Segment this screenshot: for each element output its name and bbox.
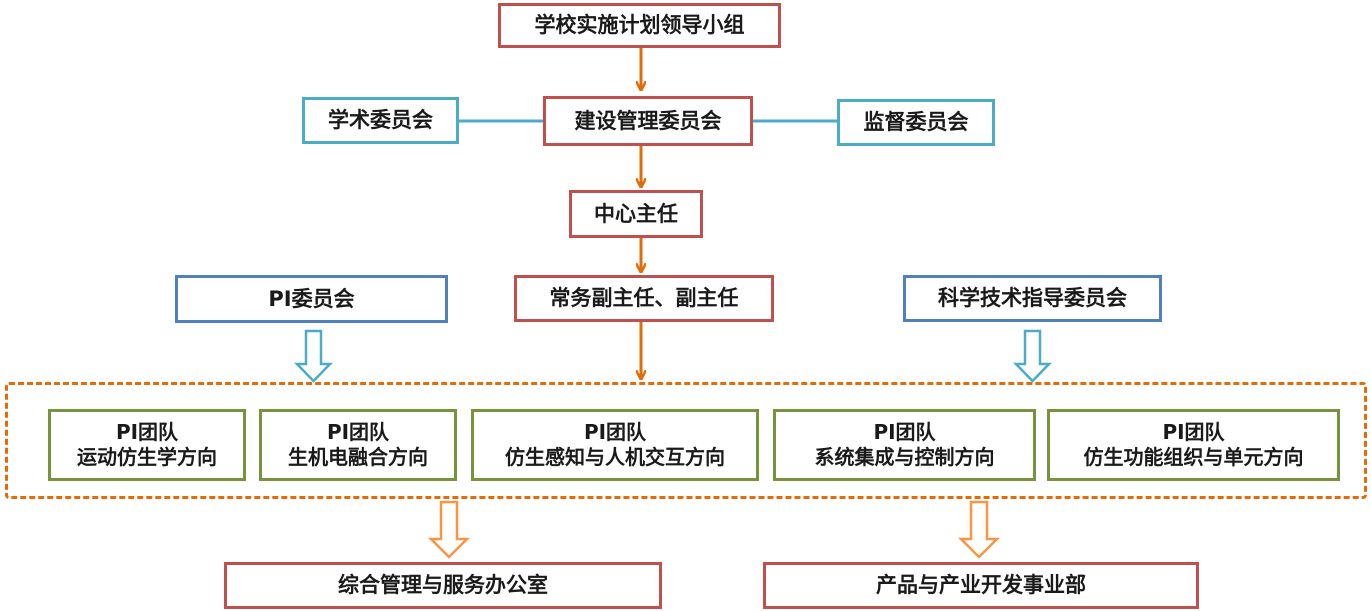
academic-committee-box: 学术委员会 [302,97,459,144]
hollow-arrow-industry-dept [957,500,1001,559]
pi-team-title: PI团队 [873,420,936,444]
pi-team-direction: 系统集成与控制方向 [814,445,995,469]
hollow-arrow-pi-committee [294,329,333,383]
admin-office-box: 综合管理与服务办公室 [224,562,662,609]
hollow-arrow-admin-office [427,500,471,559]
pi-team-direction: 运动仿生学方向 [77,445,217,469]
industry-dept-label: 产品与产业开发事业部 [876,573,1086,598]
pi-team-box-biomechatronic: PI团队 生机电融合方向 [259,409,457,481]
hollow-arrow-sci-tech [1013,329,1052,383]
pi-team-direction: 仿生功能组织与单元方向 [1083,445,1304,469]
pi-team-box-motion: PI团队 运动仿生学方向 [48,409,246,481]
pi-team-box-tissue: PI团队 仿生功能组织与单元方向 [1047,409,1340,481]
pi-team-title: PI团队 [326,420,390,444]
sci-tech-committee-label: 科学技术指导委员会 [938,286,1127,311]
deputy-directors-box: 常务副主任、副主任 [514,275,774,322]
supervision-committee-label: 监督委员会 [863,110,969,135]
center-director-label: 中心主任 [594,201,678,226]
pi-team-direction: 生机电融合方向 [288,445,428,469]
pi-team-title: PI团队 [583,420,647,444]
pi-team-box-perception: PI团队 仿生感知与人机交互方向 [471,409,759,481]
pi-committee-box: PI委员会 [175,275,448,323]
pi-team-box-integration: PI团队 系统集成与控制方向 [773,409,1036,481]
pi-team-title: PI团队 [1162,420,1225,444]
academic-committee-label: 学术委员会 [328,108,433,133]
pi-committee-label: PI委员会 [268,286,355,311]
pi-teams-region [5,382,1367,499]
supervision-committee-box: 监督委员会 [837,99,995,146]
management-committee-label: 建设管理委员会 [574,108,722,133]
admin-office-label: 综合管理与服务办公室 [338,573,548,598]
deputy-directors-label: 常务副主任、副主任 [549,286,739,311]
industry-dept-box: 产品与产业开发事业部 [763,562,1199,609]
leadership-box: 学校实施计划领导小组 [498,3,781,48]
center-director-box: 中心主任 [569,190,703,238]
pi-team-title: PI团队 [115,420,179,444]
leadership-label: 学校实施计划领导小组 [534,13,745,38]
sci-tech-committee-box: 科学技术指导委员会 [903,275,1162,322]
pi-team-direction: 仿生感知与人机交互方向 [505,445,725,469]
management-committee-box: 建设管理委员会 [543,96,753,146]
